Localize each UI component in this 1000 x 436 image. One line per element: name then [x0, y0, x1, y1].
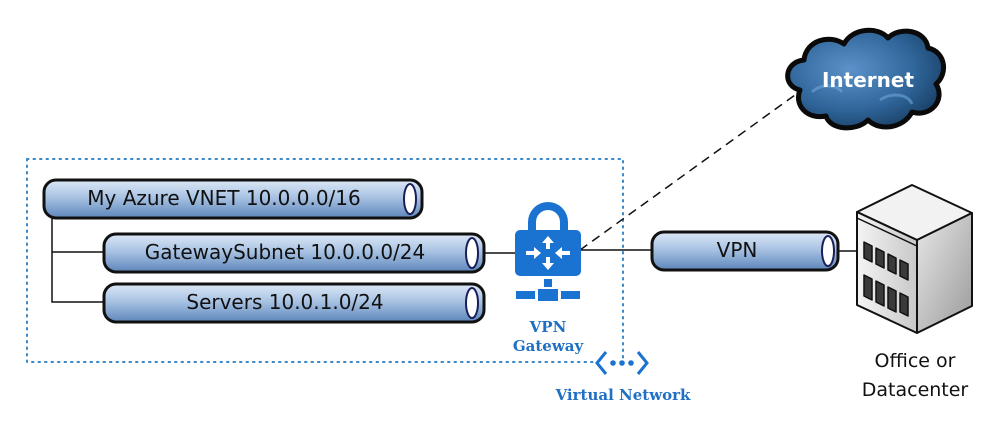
vpn-gateway-icon: [515, 202, 581, 301]
vpn-gateway-label-line2: Gateway: [512, 337, 584, 355]
office-label-line2: Datacenter: [861, 379, 969, 401]
internet-cloud-icon: [785, 27, 946, 131]
virtual-network-boundary: [26, 158, 624, 363]
pipe-gateway-subnet: [102, 232, 486, 274]
vpn-pipe-label: VPN: [716, 238, 758, 262]
internet-label: Internet: [821, 68, 915, 92]
vnet-label: My Azure VNET 10.0.0.0/16: [87, 186, 361, 210]
virtual-network-label: Virtual Network: [555, 386, 691, 404]
servers-subnet-label: Servers 10.0.1.0/24: [186, 290, 384, 314]
pipe-servers: [102, 282, 486, 324]
vpn-gateway-label-line1: VPN: [529, 318, 567, 336]
virtual-network-icon: [595, 351, 649, 375]
internet-dashed-line: [579, 94, 796, 251]
subnet-connectors: [51, 218, 107, 303]
gateway-subnet-label: GatewaySubnet 10.0.0.0/24: [144, 240, 426, 264]
office-label-line1: Office or: [874, 350, 956, 372]
pipe-vnet: [42, 178, 424, 220]
office-building-icon: [856, 184, 973, 334]
